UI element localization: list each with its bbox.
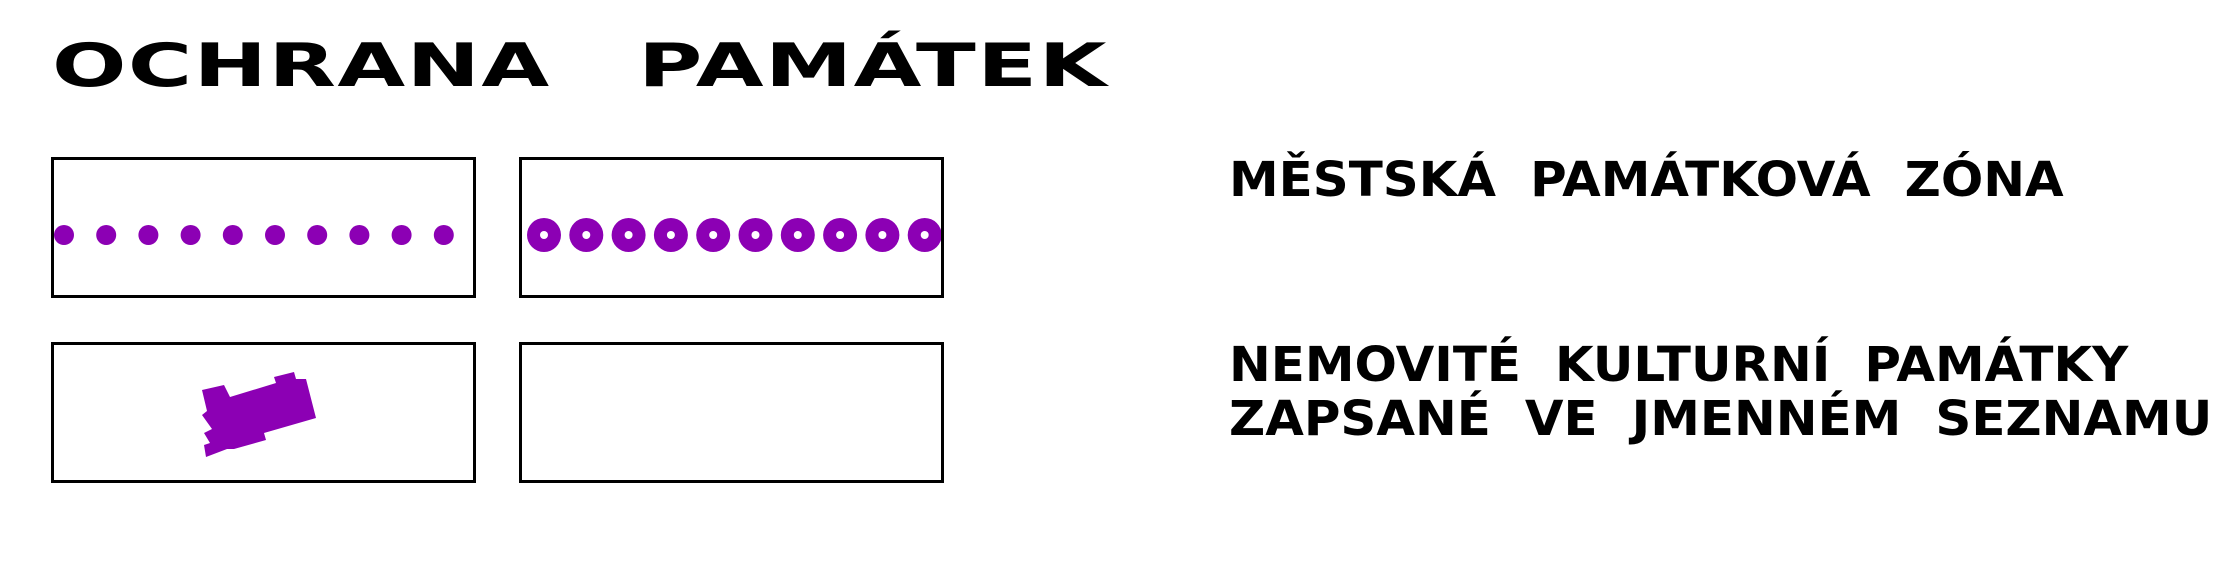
boundary-ring [865, 218, 900, 252]
monument-footprint-shape [202, 372, 316, 457]
legend-symbol-zone-boundary [51, 157, 476, 298]
boundary-ring [527, 218, 561, 252]
label-municipal-monument-zone: MĚSTSKÁ PAMÁTKOVÁ ZÓNA [1229, 152, 2064, 208]
boundary-ring [653, 218, 688, 252]
boundary-ring [611, 218, 646, 252]
label-cultural-monuments-line2: ZAPSANÉ VE JMENNÉM SEZNAMU [1229, 391, 2213, 447]
boundary-ring [569, 218, 604, 252]
boundary-dot [307, 225, 328, 245]
ring-boundary-line [527, 218, 941, 252]
boundary-ring [696, 218, 731, 252]
boundary-ring [738, 218, 773, 252]
label-cultural-monuments-line1: NEMOVITÉ KULTURNÍ PAMÁTKY [1229, 337, 2129, 393]
boundary-ring [780, 218, 815, 252]
boundary-dot [180, 225, 201, 245]
boundary-dot [138, 225, 159, 245]
legend-symbol-monument [51, 342, 476, 483]
boundary-dot [96, 225, 117, 245]
boundary-dot [265, 225, 285, 245]
legend-symbol-empty [519, 342, 944, 483]
boundary-dot [391, 225, 412, 245]
boundary-dot [222, 225, 243, 245]
page-title: OCHRANA PAMÁTEK [52, 31, 1108, 101]
boundary-ring [907, 218, 941, 252]
boundary-ring [823, 218, 858, 252]
boundary-dot [349, 225, 370, 245]
dotted-boundary-line [54, 225, 454, 245]
monument-building-icon [202, 372, 316, 457]
boundary-dot [433, 225, 454, 245]
boundary-dot [54, 225, 74, 245]
legend-symbol-zone-ring-line [519, 157, 944, 298]
